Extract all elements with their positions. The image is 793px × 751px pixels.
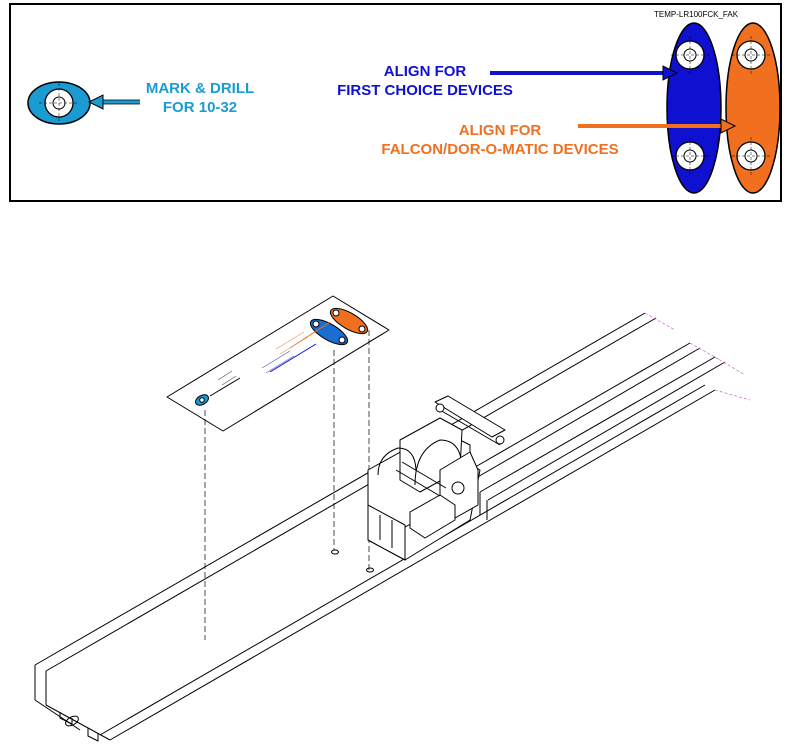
mark-drill-line2: FOR 10-32 — [162, 99, 238, 116]
falcon-label: ALIGN FOR FALCON/DOR-O-MATIC DEVICES — [345, 121, 655, 159]
mark-drill-label: MARK & DRILL FOR 10-32 — [130, 79, 270, 117]
first-choice-label: ALIGN FOR FIRST CHOICE DEVICES — [305, 62, 545, 100]
mark-drill-arrow — [87, 94, 140, 110]
falcon-arrow — [578, 118, 737, 134]
sheet-mini-orange-oval-icon — [329, 307, 369, 335]
template-sheet-perspective — [166, 295, 390, 432]
sheet-mini-hole-icon — [195, 394, 209, 406]
sheet-mini-blue-oval-icon — [309, 318, 349, 346]
header-channel — [34, 312, 751, 742]
drill-point-marks — [331, 549, 374, 573]
first-choice-oval-icon — [666, 22, 722, 194]
first-choice-arrow — [490, 65, 679, 81]
template-code: TEMP-LR100FCK_FAK — [654, 10, 739, 19]
hinge-mechanism — [367, 395, 506, 561]
template-graphics — [27, 22, 781, 194]
falcon-oval-icon — [725, 22, 781, 194]
mark-drill-hole-icon — [27, 81, 91, 125]
falcon-line1: ALIGN FOR — [458, 122, 542, 139]
first-choice-line2: FIRST CHOICE DEVICES — [337, 82, 513, 99]
falcon-line2: FALCON/DOR-O-MATIC DEVICES — [381, 141, 619, 158]
mark-drill-line1: MARK & DRILL — [145, 80, 255, 97]
first-choice-line1: ALIGN FOR — [383, 63, 467, 80]
